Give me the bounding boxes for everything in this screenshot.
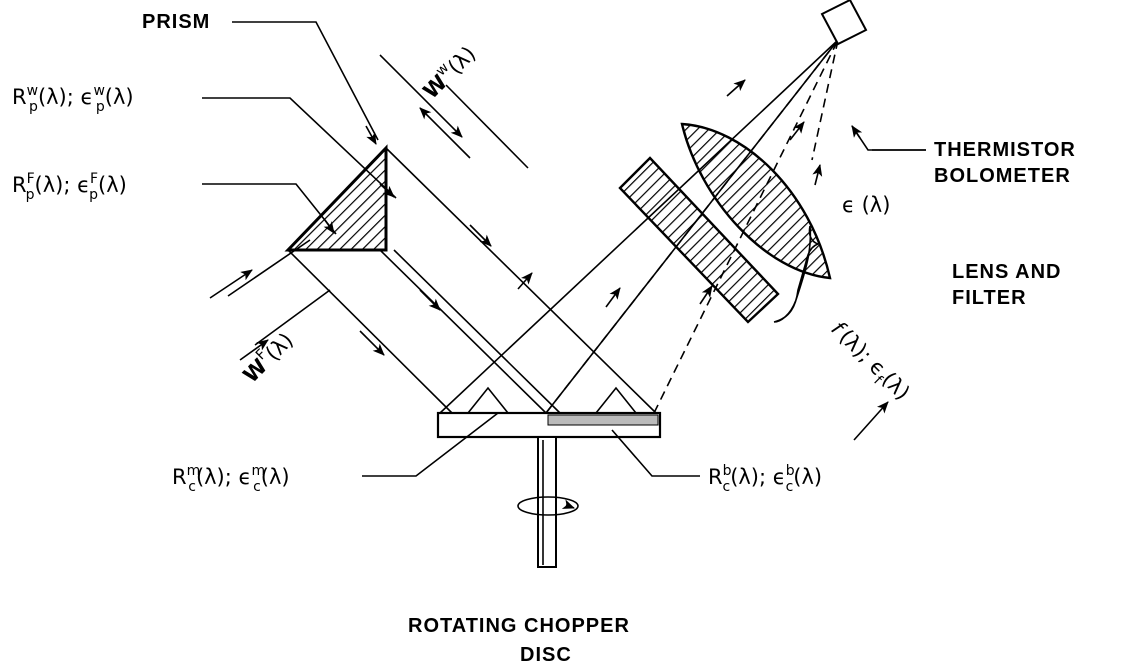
prism-label: PRISM [142, 11, 210, 33]
thermistor-label-line2: BOLOMETER [934, 165, 1071, 187]
width-window-symbol: Ww(λ) [416, 40, 480, 104]
filter-symbol: f(λ); ϵf(λ) [823, 317, 915, 409]
prism [284, 144, 388, 252]
width-window-arrows [379, 54, 529, 169]
thermistor-label-line1: THERMISTOR [934, 139, 1076, 161]
leader-lines [202, 21, 926, 477]
lens [680, 122, 832, 280]
disc-reflection-marks [467, 386, 637, 414]
thermistor-bolometer [820, 0, 868, 46]
lens-filter-label-line1: LENS AND [952, 261, 1061, 283]
lens-filter-label-line2: FILTER [952, 287, 1027, 309]
chopper-label-line1: ROTATING CHOPPER [408, 615, 630, 637]
rotating-chopper-disc [436, 411, 662, 568]
width-face-arrows [209, 239, 331, 361]
filter-slab [618, 156, 780, 324]
detector-emissivity-symbol: ϵ (λ) [842, 193, 890, 217]
chopper-label-line2: DISC [520, 644, 572, 666]
